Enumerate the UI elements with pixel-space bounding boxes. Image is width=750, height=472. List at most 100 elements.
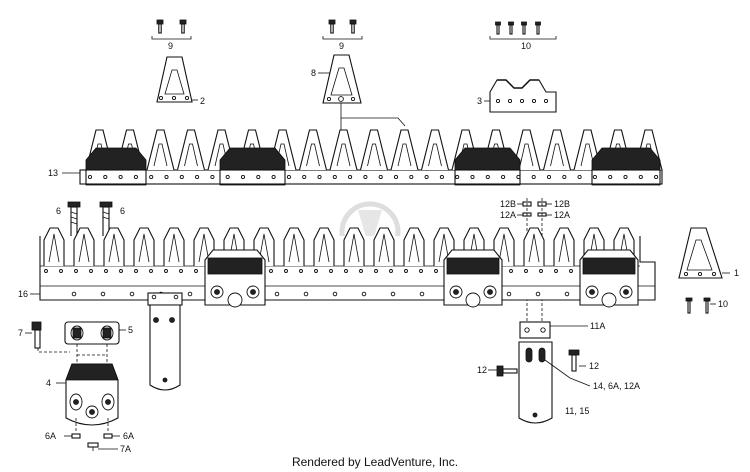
guard-tooth [163,227,185,266]
label-7: 7 [18,328,23,338]
label-11-15: 11, 15 [565,406,589,416]
guard-hole-upper [104,269,108,273]
guard-hole-upper [524,269,528,273]
label-12-left: 12 [477,365,487,375]
guard-hole-lower [390,291,396,297]
knife-tooth [420,129,450,171]
label-12b-left: 12B [500,199,516,209]
callout-labels: 9 9 10 2 8 3 13 6 6 12B 12B 12A 12A 16 1… [18,41,739,454]
label-14-6a-12a: 14, 6A, 12A [593,381,640,391]
guard-tooth-edge [408,233,420,263]
knife-hole [210,174,215,180]
knife-tooth [390,129,419,171]
knife-hole [409,174,414,180]
knife-hole [485,174,490,180]
guard-tooth-edge [438,233,450,263]
label-6-left: 6 [56,206,61,216]
knife-hole [256,174,261,180]
guard-hole-upper [89,269,93,273]
guard-tooth [403,227,425,266]
knife-hole [516,174,521,180]
knife-hole [179,174,184,180]
guard-tooth [343,227,365,266]
guard-tooth-edge [168,233,180,263]
hold-down-3 [484,79,557,113]
guard-tooth-edge [198,233,210,263]
guard-hole-upper [194,269,198,273]
label-9-left: 9 [168,41,173,51]
knife-hole [332,174,337,180]
guard-hole-lower [187,291,193,297]
guard-hole-upper [269,269,273,273]
knife-hole [164,174,169,180]
guard-tooth [133,227,155,266]
knife-head-4 [56,363,120,451]
label-10-right: 10 [718,299,728,309]
guard-tooth [313,227,335,266]
guard-tooth [523,227,545,266]
guard-tooth-edge [498,233,510,263]
knife-hole [378,174,383,180]
knife-hole [133,174,138,180]
guard-tooth-edge [258,233,270,263]
guard-bar-16 [30,227,656,308]
guard-hole-upper [329,269,333,273]
guard-tooth-edge [138,233,150,263]
guard-hole-upper [554,269,558,273]
bolts-group-10-top [489,21,557,40]
knife-hole [424,174,429,180]
knife-hole [348,174,353,180]
bolts-group-9-center [322,19,363,40]
guard-tooth-edge [528,233,540,263]
knife-section-1 [678,227,730,279]
guard-hole-upper [119,269,123,273]
label-16: 16 [18,289,28,299]
knife-hole [439,174,444,180]
guard-hole-lower [303,291,309,297]
guard-hole-upper [569,269,573,273]
knife-hole [654,174,659,180]
knife-section-8 [318,54,406,130]
guard-hole-upper [404,269,408,273]
guard-hole-lower [71,291,77,297]
knife-hole [103,174,108,180]
guard-hole-upper [164,269,168,273]
knife-head-bracket-right [518,321,591,424]
knife-tooth-edge [336,143,351,167]
guard-hole-upper [134,269,138,273]
knife-tooth-edge [550,143,564,167]
knife-hole [149,174,154,180]
guard-hole-upper [374,269,378,273]
knife-hole [118,174,123,180]
knife-hole [195,174,200,180]
knife-hole [363,174,368,180]
guard-hole-upper [389,269,393,273]
knife-tooth [542,129,572,171]
knife-tooth-edge [306,143,320,167]
label-5: 5 [128,325,133,335]
label-3: 3 [477,96,482,106]
knife-hole [317,174,322,180]
guard-tooth-edge [108,233,120,263]
guard-tooth-edge [78,233,90,263]
label-8: 8 [311,68,316,78]
guard-hole-upper [344,269,348,273]
bolts-10-right [685,297,716,314]
knife-tooth [359,129,389,171]
guard-hole-upper [44,269,48,273]
knife-tooth-edge [184,143,198,167]
guard-hole-upper [419,269,423,273]
knife-hole [393,174,399,180]
guard-hole-lower [564,291,570,297]
bolt-12-left [488,365,518,377]
label-12b-right: 12B [554,199,570,209]
label-10-top: 10 [521,41,531,51]
guard-hole-upper [359,269,363,273]
knife-hole [562,174,567,180]
knife-hole [240,174,246,180]
knife-assembly-13 [62,129,663,186]
knife-tooth [329,129,358,171]
knife-section-2 [156,56,198,103]
plate-5 [64,321,126,365]
